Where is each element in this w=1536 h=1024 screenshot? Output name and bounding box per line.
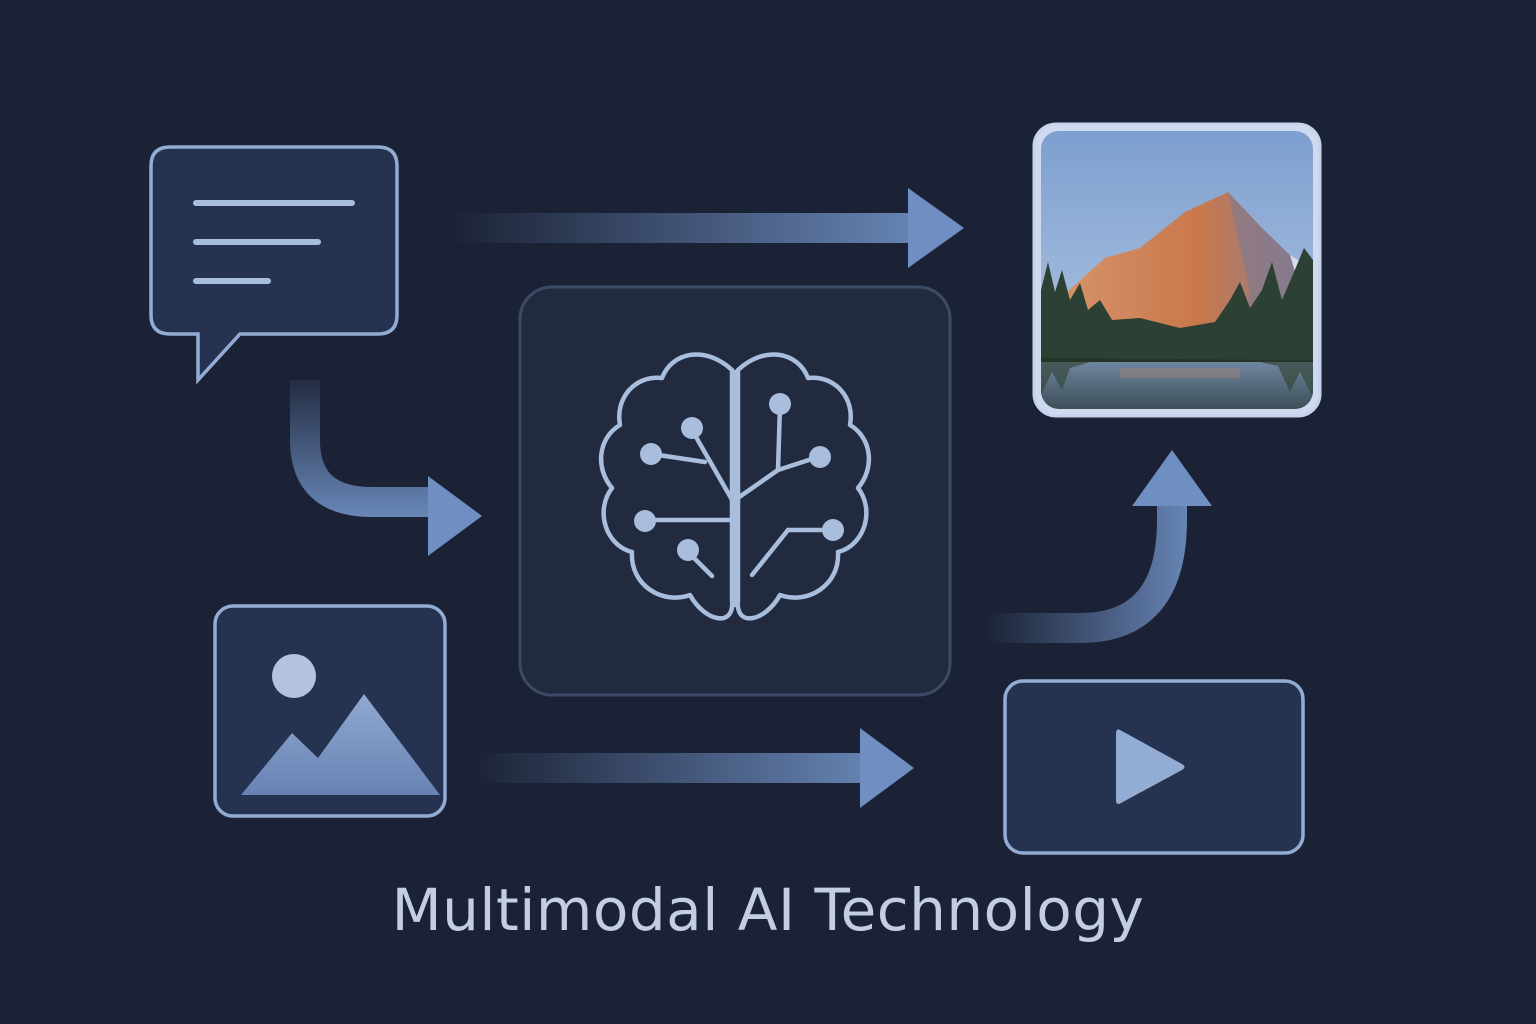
edge-ai-model-to-generated-image (985, 450, 1212, 643)
image-icon (213, 604, 447, 818)
edge-text-to-generated-image (455, 188, 964, 268)
play-icon (1116, 729, 1185, 804)
circuit-brain-icon (598, 352, 872, 621)
edge-image-to-video-output (478, 728, 914, 808)
video-player-icon (1003, 679, 1305, 855)
chat-bubble-icon (149, 145, 399, 385)
mountain-landscape-photo (1032, 122, 1322, 418)
diagram-title: Multimodal AI Technology (391, 876, 1145, 944)
edge-text-to-ai-model (290, 380, 482, 556)
ai-model-node (518, 285, 952, 697)
